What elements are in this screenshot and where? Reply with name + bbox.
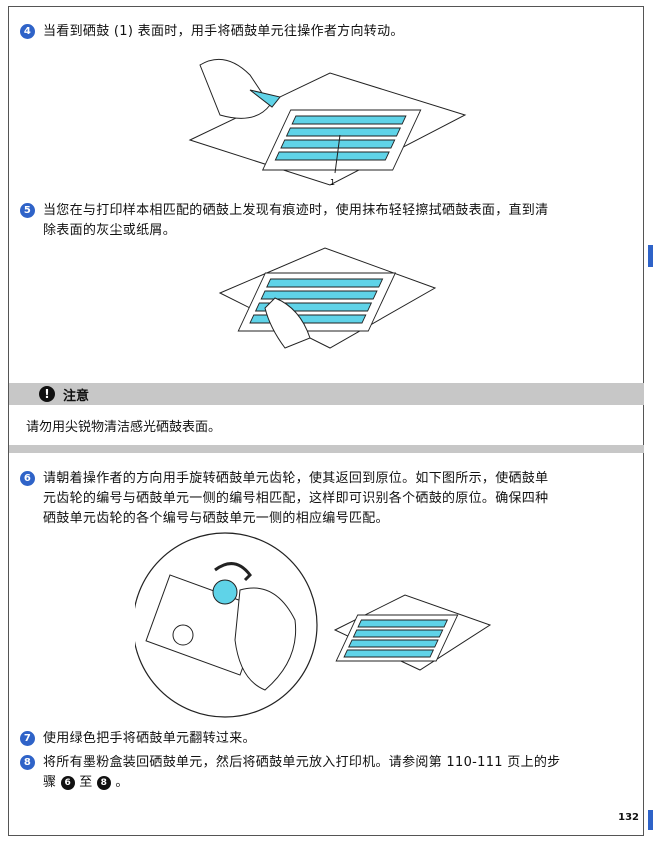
step-number: 8 [20,755,35,770]
step-text-line-1: 当您在与打印样本相匹配的硒鼓上发现有痕迹时，使用抹布轻轻擦拭硒鼓表面，直到清 [43,203,549,218]
note-header: ! 注意 [9,383,644,405]
note-body: 请勿用尖锐物清洁感光硒鼓表面。 [26,420,222,435]
drum-rotate-illustration: 1 [188,58,467,187]
step-ref-6-link[interactable]: 6 [60,776,75,790]
step-number: 6 [20,471,35,486]
step-text-line-1: 将所有墨粉盒装回硒鼓单元，然后将硒鼓单元放入打印机。请参阅第 110-111 页… [43,755,561,770]
step-8-line-2: 骤 6 至 8 。 [43,775,129,790]
page-frame [8,6,644,836]
callout-label: 1 [330,178,335,187]
note-title: 注意 [63,389,90,404]
page-number: 132 [618,812,639,823]
step-text-line-1: 请朝着操作者的方向用手旋转硒鼓单元齿轮，使其返回到原位。如下图所示，使硒鼓单 [43,471,549,486]
note-divider [9,445,644,453]
step-4: 4 当看到硒鼓 (1) 表面时，用手将硒鼓单元往操作者方向转动。 [20,22,404,42]
step-5-line-2: 除表面的灰尘或纸屑。 [43,223,177,238]
step-6-line-3: 硒鼓单元齿轮的各个编号与硒鼓单元一侧的相应编号匹配。 [43,511,389,526]
step-5: 5 当您在与打印样本相匹配的硒鼓上发现有痕迹时，使用抹布轻轻擦拭硒鼓表面，直到清 [20,201,548,221]
step-8: 8 将所有墨粉盒装回硒鼓单元，然后将硒鼓单元放入打印机。请参阅第 110-111 … [20,753,560,773]
step-text: 当看到硒鼓 (1) 表面时，用手将硒鼓单元往操作者方向转动。 [43,24,404,39]
step-number: 4 [20,24,35,39]
step-number: 5 [20,203,35,218]
chapter-tab [648,245,653,267]
step-7: 7 使用绿色把手将硒鼓单元翻转过来。 [20,729,256,749]
warning-icon: ! [39,386,55,402]
step-text: 使用绿色把手将硒鼓单元翻转过来。 [43,731,256,746]
step-number: 7 [20,731,35,746]
step-6: 6 请朝着操作者的方向用手旋转硒鼓单元齿轮，使其返回到原位。如下图所示，使硒鼓单 [20,469,548,489]
step-6-line-2: 元齿轮的编号与硒鼓单元一侧的编号相匹配，这样即可识别各个硒鼓的原位。确保四种 [43,491,549,506]
chapter-tab [648,810,653,830]
drum-wipe-illustration [218,247,437,349]
gear-rotate-illustration [135,532,492,718]
step-ref-8-link[interactable]: 8 [96,776,111,790]
